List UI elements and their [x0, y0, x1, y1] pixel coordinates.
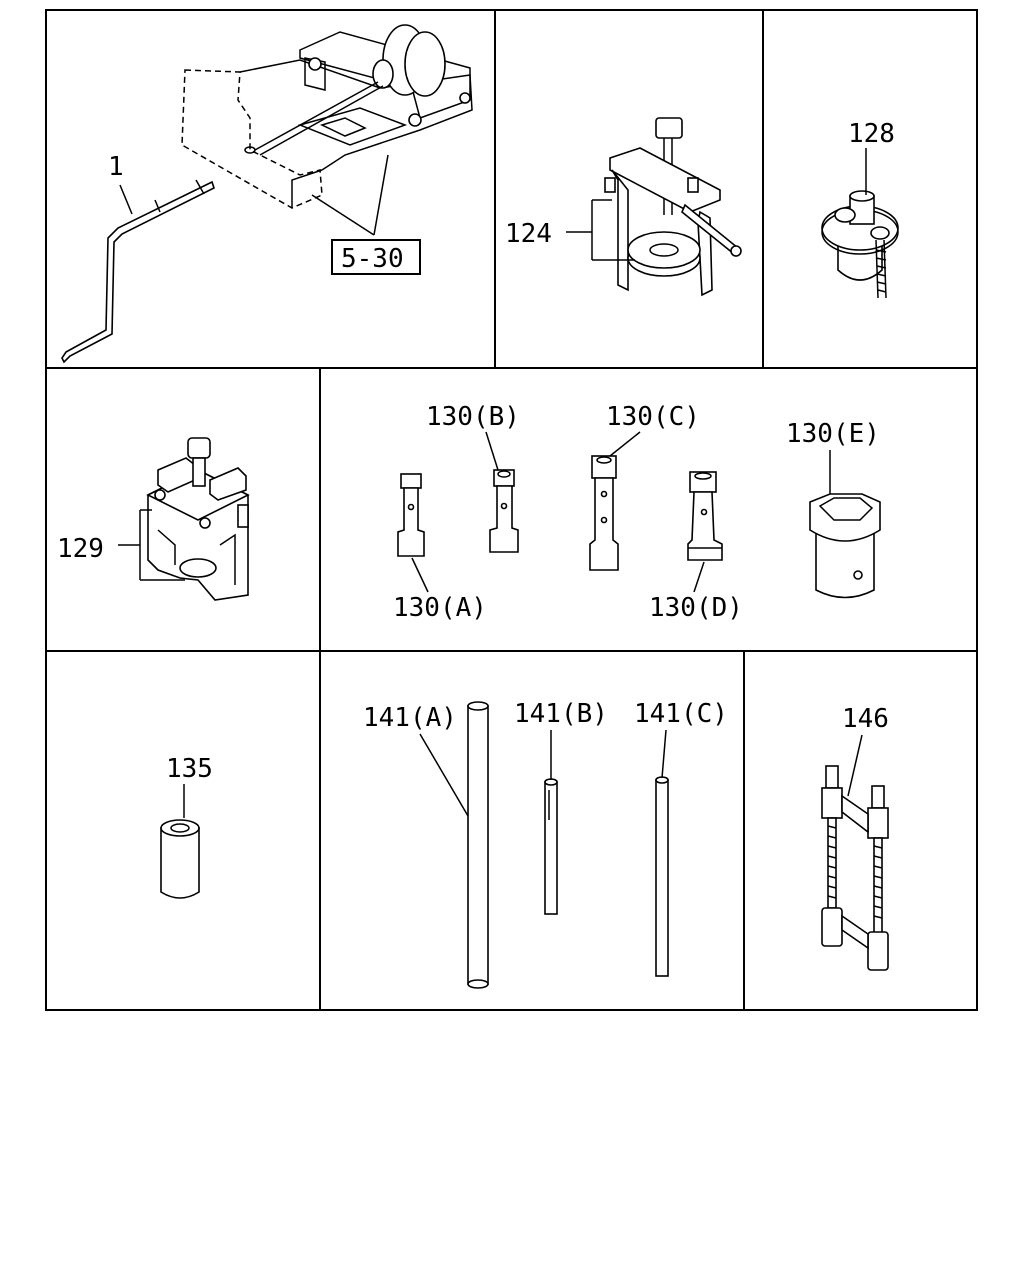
label-part-124: 124: [505, 219, 552, 249]
label-part-141b: 141(B): [514, 699, 608, 729]
label-part-141c: 141(C): [634, 699, 728, 729]
label-part-129: 129: [57, 534, 104, 564]
puller-124-drawing: [604, 117, 742, 297]
label-ref-5-30[interactable]: 5-30: [341, 244, 404, 274]
leader-part-130b: [485, 431, 499, 471]
label-part-1: 1: [108, 152, 124, 182]
compressor-146-drawing: [821, 765, 889, 971]
rod-141c-drawing: [655, 776, 669, 977]
rod-141a-drawing: [467, 701, 489, 989]
label-part-130b: 130(B): [426, 402, 520, 432]
cell-part-146: 146: [821, 704, 889, 971]
socket-130e-drawing: [809, 493, 881, 599]
leader-ref-a: [311, 194, 375, 236]
label-part-135: 135: [166, 754, 213, 784]
wrench-130b-drawing: [489, 469, 519, 553]
puller-129-drawing: [146, 437, 250, 601]
leader-part-146: [847, 734, 863, 797]
wrench-130a-drawing: [397, 473, 425, 557]
cell-part-130: 130(B) 130(C) 130(E) 130(A) 130(D): [393, 402, 881, 623]
leader-part-130c: [609, 431, 641, 457]
ref-box[interactable]: [331, 239, 421, 275]
leader-part-141a: [419, 733, 469, 817]
label-part-130e: 130(E): [786, 419, 880, 449]
label-part-130a: 130(A): [393, 593, 487, 623]
cell-part-135: 135: [160, 754, 213, 899]
wrench-130c-drawing: [589, 455, 619, 571]
cell-part-128: 128: [821, 119, 899, 299]
leader-ref-b: [373, 154, 389, 236]
leader-part-130d: [693, 561, 705, 593]
label-part-146: 146: [842, 704, 889, 734]
bushing-135-drawing: [160, 819, 200, 899]
leader-part-1: [119, 184, 133, 215]
leader-part-130a: [411, 557, 429, 593]
label-part-141a: 141(A): [363, 703, 457, 733]
label-part-130c: 130(C): [606, 402, 700, 432]
grid-frame: [45, 9, 978, 1011]
socket-128-drawing: [821, 190, 899, 299]
leader-part-124: [566, 199, 635, 261]
crank-handle-drawing: [61, 179, 215, 364]
rod-141b-drawing: [544, 778, 558, 915]
leader-part-141c: [661, 729, 667, 779]
engine-bracket-drawing: [181, 24, 473, 209]
leader-part-129: [118, 509, 185, 581]
label-part-130d: 130(D): [649, 593, 743, 623]
wrench-130d-drawing: [687, 471, 723, 561]
cell-part-141: 141(A) 141(B) 141(C): [363, 699, 728, 989]
cell-part-1: 1 5-30: [61, 24, 473, 364]
cell-part-124: 124: [505, 117, 742, 297]
cell-part-129: 129: [57, 437, 250, 601]
label-part-128: 128: [848, 119, 895, 149]
